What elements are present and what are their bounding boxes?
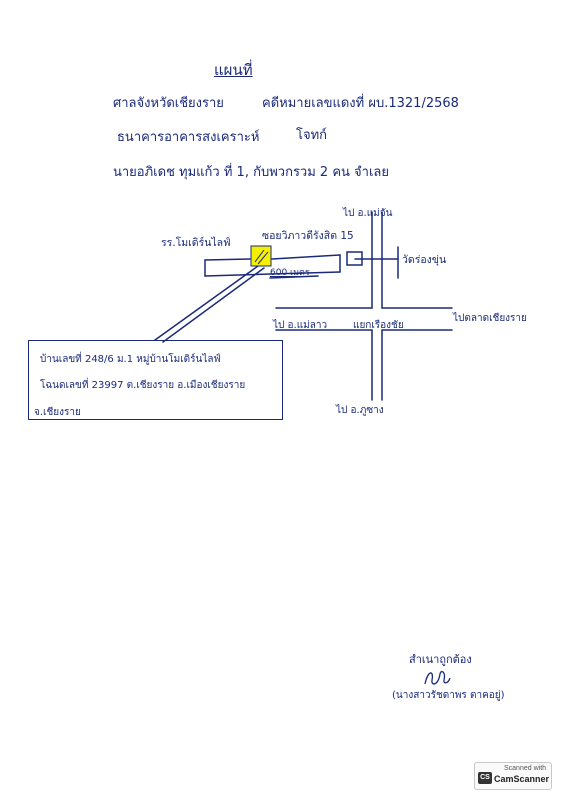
plaintiff-role: โจทก์ [296,128,328,143]
plaintiff-name: ธนาคารอาคารสงเคราะห์ [117,130,260,145]
north-direction-label: ไป อ.แม่จัน [343,208,393,219]
address-line-2: โฉนดเลขที่ 23997 ต.เชียงราย อ.เมืองเชียง… [40,380,246,391]
camscanner-logo-icon: CS [478,772,492,784]
temple-label: วัดร่องขุ่น [402,254,447,266]
signature-icon [424,670,451,685]
address-line-3: จ.เชียงราย [34,407,81,418]
school-road-top [204,258,251,261]
camscanner-name: CamScanner [494,774,550,784]
distance-label: 600 เมตร [270,268,310,278]
east-direction-label: ไปตลาดเชียงราย [453,313,527,324]
leader-line-1 [154,265,259,341]
south-direction-label: ไป อ.ภูซาง [336,405,384,416]
camscanner-top-text: Scanned with [504,765,547,772]
soi-road-top [271,254,341,260]
signer-name: (นางสาวรัชดาพร ตาคอยู่) [392,690,505,701]
certified-copy-text: สำเนาถูกต้อง [409,653,472,666]
soi-label: ซอยวิภาวดีรังสิต 15 [262,230,354,242]
property-highlight [250,245,272,267]
west-direction-label: ไป อ.แม่ลาว [273,320,328,331]
property-hatch [254,249,269,265]
school-label: รร.โมเดิร์นไลฟ์ [161,237,231,249]
document-title: แผนที่ [214,61,253,79]
junction-label: แยกเรืองชัย [353,320,404,331]
address-box [28,340,283,420]
distance-arrow [269,275,319,279]
defendant-line: นายอภิเดช ทุมแก้ว ที่ 1, กับพวกรวม 2 คน … [113,165,389,180]
school-road-bottom [204,271,341,277]
leader-line-2 [162,267,265,343]
court-name: ศาลจังหวัดเชียงราย [113,96,224,111]
case-number: คดีหมายเลขแดงที่ ผบ.1321/2568 [262,96,459,111]
address-line-1: บ้านเลขที่ 248/6 ม.1 หมู่บ้านโมเดิร์นไลฟ… [40,354,221,365]
